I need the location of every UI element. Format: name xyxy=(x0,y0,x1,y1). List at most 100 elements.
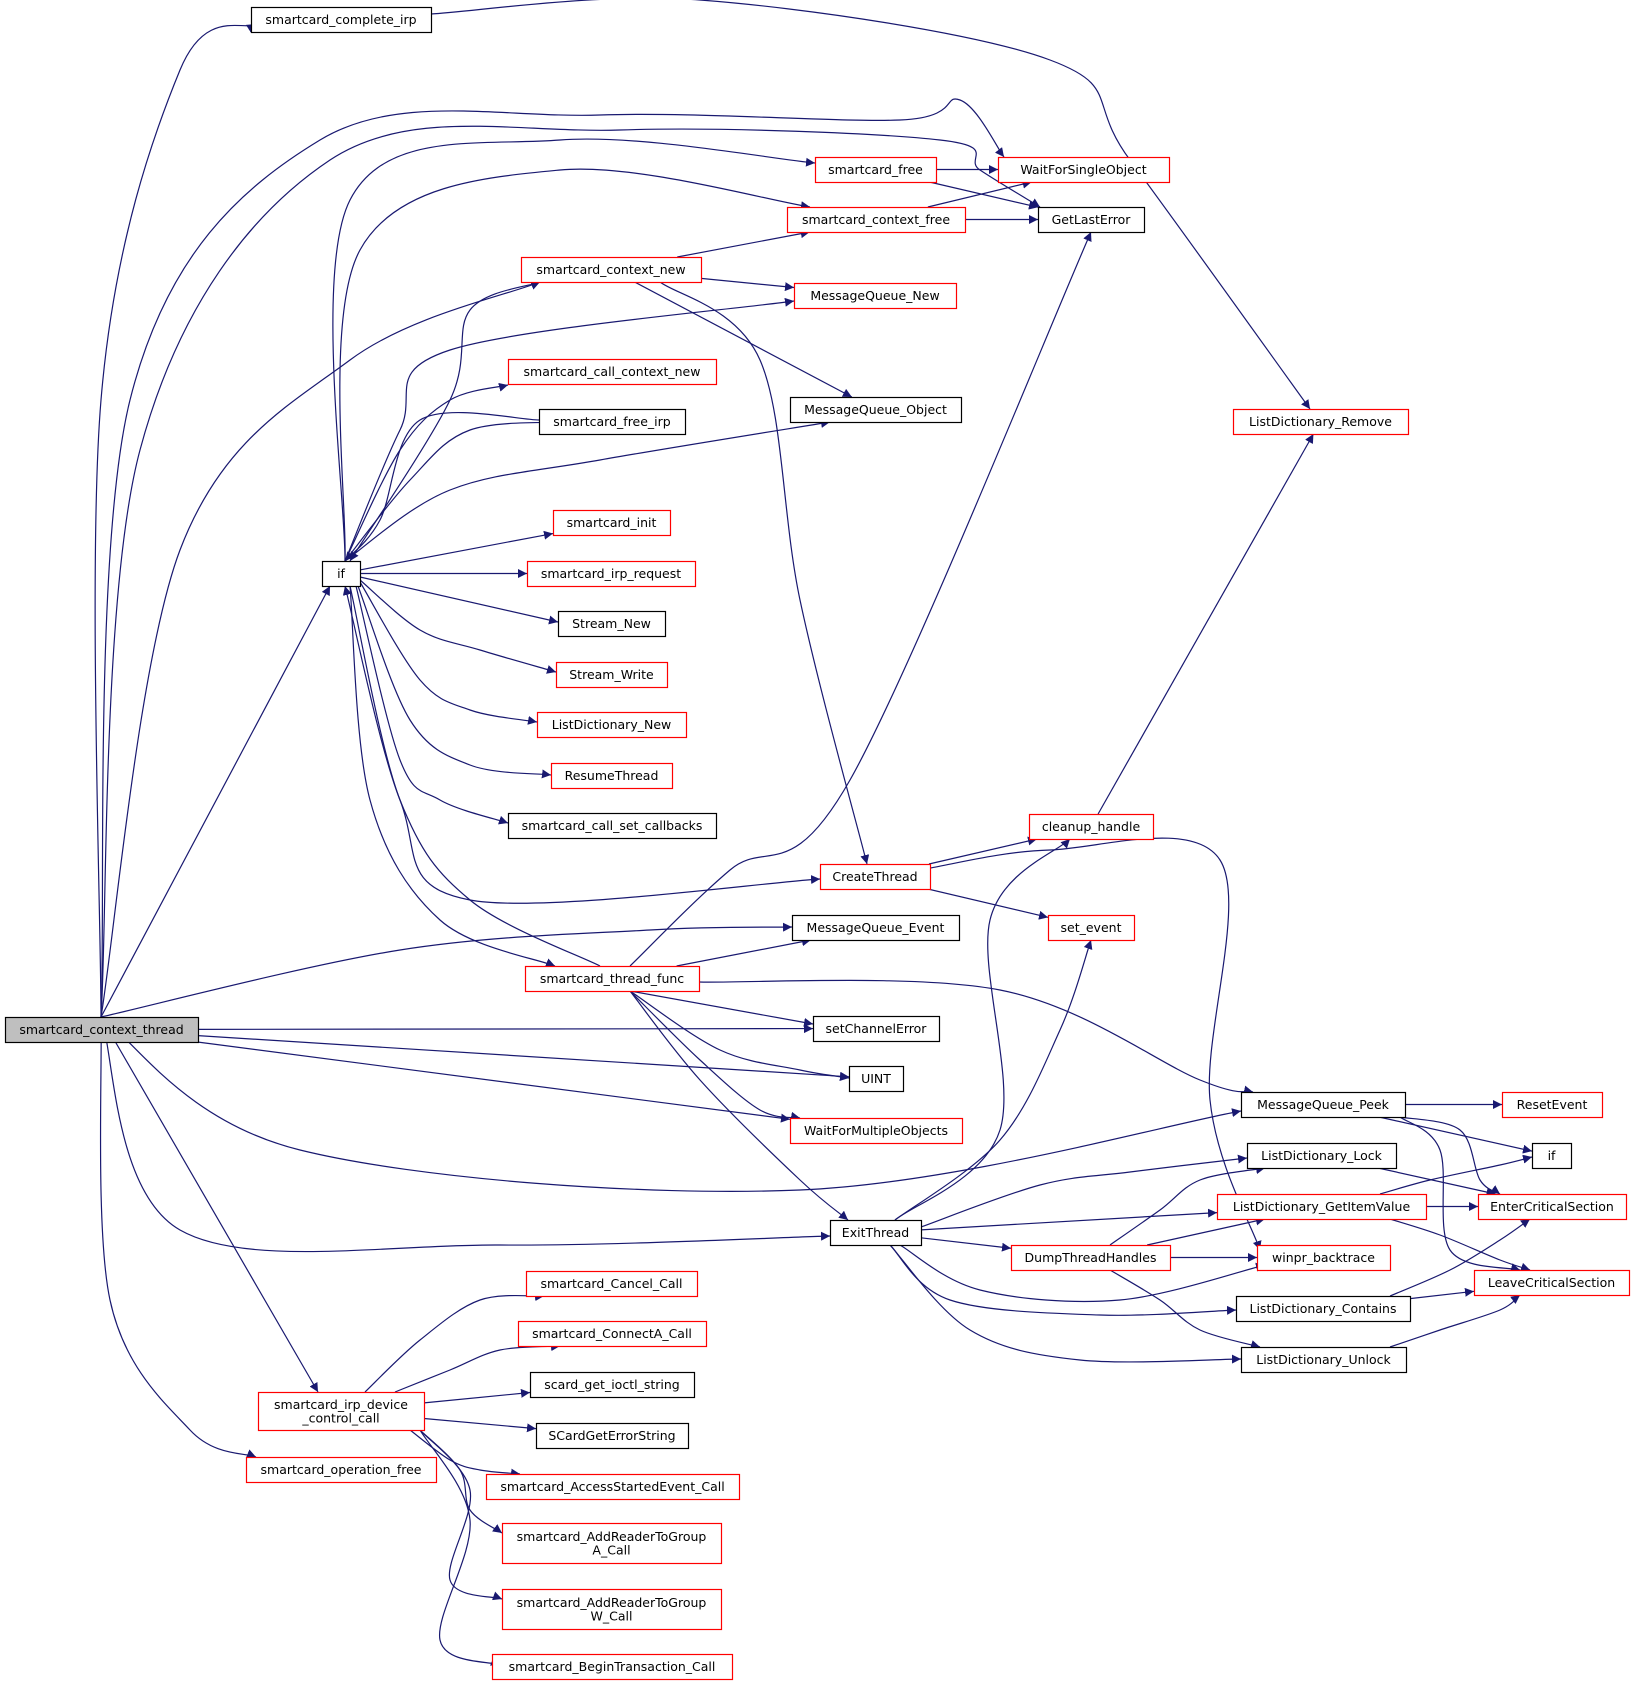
node-ListDictionary_Unlock[interactable]: ListDictionary_Unlock xyxy=(1240,1346,1408,1374)
edge-smartcard_context_new-to-MessageQueue_New xyxy=(700,277,795,292)
node-if_main[interactable]: if xyxy=(321,560,362,588)
node-smartcard_thread_func[interactable]: smartcard_thread_func xyxy=(524,965,701,993)
node-smartcard_call_set_callbacks[interactable]: smartcard_call_set_callbacks xyxy=(507,812,718,840)
edge-ExitThread-to-ListDictionary_Lock xyxy=(920,1154,1248,1228)
node-SCardGetErrorString[interactable]: SCardGetErrorString xyxy=(535,1422,690,1450)
node-smartcard_init[interactable]: smartcard_init xyxy=(552,509,672,537)
node-DumpThreadHandles[interactable]: DumpThreadHandles xyxy=(1010,1244,1172,1272)
node-ListDictionary_Contains[interactable]: ListDictionary_Contains xyxy=(1235,1295,1412,1323)
node-label: smartcard_Cancel_Call xyxy=(541,1276,683,1291)
edge-smartcard_context_thread-to-ExitThread xyxy=(100,1016,831,1253)
edge-smartcard_context_thread-to-WaitForMultipleObjects xyxy=(197,1041,791,1123)
node-ListDictionary_Remove[interactable]: ListDictionary_Remove xyxy=(1232,408,1410,436)
node-smartcard_irp_device_control_call[interactable]: smartcard_irp_device_control_call xyxy=(257,1391,426,1432)
node-Stream_New[interactable]: Stream_New xyxy=(557,610,667,638)
node-cleanup_handle[interactable]: cleanup_handle xyxy=(1028,813,1155,841)
edge-smartcard_irp_device_control_call-to-smartcard_Cancel_Call xyxy=(364,1292,545,1393)
node-WaitForSingleObject[interactable]: WaitForSingleObject xyxy=(997,156,1171,184)
node-ResumeThread[interactable]: ResumeThread xyxy=(550,762,674,790)
node-ResetEvent[interactable]: ResetEvent xyxy=(1501,1091,1604,1119)
edge-smartcard_context_thread-to-smartcard_complete_irp xyxy=(94,23,257,1018)
node-box xyxy=(1246,1142,1398,1170)
node-box xyxy=(517,1320,708,1348)
node-smartcard_ConnectA_Call[interactable]: smartcard_ConnectA_Call xyxy=(517,1320,708,1348)
node-label: A_Call xyxy=(592,1542,630,1557)
node-if_right[interactable]: if xyxy=(1531,1142,1573,1170)
node-smartcard_call_context_new[interactable]: smartcard_call_context_new xyxy=(507,358,718,386)
node-WaitForMultipleObjects[interactable]: WaitForMultipleObjects xyxy=(789,1117,964,1145)
edge-if_main-to-smartcard_call_context_new xyxy=(344,382,509,562)
edge-smartcard_thread_func-to-MessageQueue_Peek xyxy=(698,979,1254,1095)
node-winpr_backtrace[interactable]: winpr_backtrace xyxy=(1256,1244,1392,1272)
edge-if_main-to-Stream_New xyxy=(359,576,559,625)
node-MessageQueue_Event[interactable]: MessageQueue_Event xyxy=(791,914,961,942)
node-EnterCriticalSection[interactable]: EnterCriticalSection xyxy=(1477,1193,1628,1221)
node-label: MessageQueue_New xyxy=(810,288,939,303)
node-smartcard_AccessStartedEvent_Call[interactable]: smartcard_AccessStartedEvent_Call xyxy=(485,1473,741,1501)
node-smartcard_irp_request[interactable]: smartcard_irp_request xyxy=(526,560,697,588)
node-smartcard_context_free[interactable]: smartcard_context_free xyxy=(786,206,967,234)
node-ListDictionary_Lock[interactable]: ListDictionary_Lock xyxy=(1246,1142,1398,1170)
node-GetLastError[interactable]: GetLastError xyxy=(1037,206,1146,234)
node-MessageQueue_New[interactable]: MessageQueue_New xyxy=(793,282,958,310)
node-ListDictionary_New[interactable]: ListDictionary_New xyxy=(536,711,688,739)
node-box xyxy=(812,1015,941,1043)
edge-if_main-to-smartcard_free xyxy=(332,138,816,562)
node-label: MessageQueue_Peek xyxy=(1257,1097,1390,1112)
node-scard_get_ioctl_string[interactable]: scard_get_ioctl_string xyxy=(529,1371,696,1399)
node-label: ExitThread xyxy=(842,1225,909,1240)
edge-ListDictionary_GetItemValue-to-if_right xyxy=(1379,1154,1533,1195)
node-box xyxy=(1037,206,1146,234)
node-MessageQueue_Object[interactable]: MessageQueue_Object xyxy=(789,396,963,424)
node-label: EnterCriticalSection xyxy=(1490,1199,1614,1214)
node-smartcard_context_thread[interactable]: smartcard_context_thread xyxy=(4,1016,200,1044)
node-label: WaitForMultipleObjects xyxy=(804,1123,948,1138)
edge-smartcard_irp_device_control_call-to-smartcard_AccessStartedEvent_Call xyxy=(409,1429,521,1478)
node-ListDictionary_GetItemValue[interactable]: ListDictionary_GetItemValue xyxy=(1216,1193,1428,1221)
node-LeaveCriticalSection[interactable]: LeaveCriticalSection xyxy=(1473,1269,1631,1297)
node-label: smartcard_BeginTransaction_Call xyxy=(509,1659,716,1674)
node-label: setChannelError xyxy=(826,1021,928,1036)
node-label: ResetEvent xyxy=(1517,1097,1588,1112)
node-MessageQueue_Peek[interactable]: MessageQueue_Peek xyxy=(1240,1091,1407,1119)
node-label: ListDictionary_Remove xyxy=(1249,414,1392,429)
node-box xyxy=(1028,813,1155,841)
node-ExitThread[interactable]: ExitThread xyxy=(829,1219,923,1247)
node-smartcard_Cancel_Call[interactable]: smartcard_Cancel_Call xyxy=(525,1270,699,1298)
node-label: ResumeThread xyxy=(565,768,659,783)
edge-CreateThread-to-cleanup_handle xyxy=(928,836,1038,865)
node-smartcard_context_new[interactable]: smartcard_context_new xyxy=(520,256,703,284)
edge-smartcard_context_new-to-CreateThread xyxy=(659,281,870,865)
node-CreateThread[interactable]: CreateThread xyxy=(819,863,932,891)
node-label: smartcard_free_irp xyxy=(553,414,671,429)
node-label: GetLastError xyxy=(1052,212,1132,227)
node-box xyxy=(245,1456,438,1484)
node-UINT[interactable]: UINT xyxy=(848,1065,905,1093)
node-box xyxy=(791,914,961,942)
node-label: LeaveCriticalSection xyxy=(1488,1275,1615,1290)
node-smartcard_complete_irp[interactable]: smartcard_complete_irp xyxy=(250,6,433,34)
node-box xyxy=(529,1371,696,1399)
node-smartcard_BeginTransaction_Call[interactable]: smartcard_BeginTransaction_Call xyxy=(491,1653,734,1681)
edge-smartcard_thread_func-to-setChannelError xyxy=(629,990,814,1027)
edge-smartcard_thread_func-to-ExitThread xyxy=(629,990,849,1221)
node-Stream_Write[interactable]: Stream_Write xyxy=(555,661,669,689)
node-set_event[interactable]: set_event xyxy=(1047,914,1136,942)
edge-smartcard_context_thread-to-MessageQueue_Peek xyxy=(100,1016,1242,1192)
edge-smartcard_thread_func-to-if_main xyxy=(342,585,601,967)
node-box xyxy=(1256,1244,1392,1272)
node-box xyxy=(555,661,669,689)
node-box xyxy=(501,1588,723,1631)
node-setChannelError[interactable]: setChannelError xyxy=(812,1015,941,1043)
node-smartcard_operation_free[interactable]: smartcard_operation_free xyxy=(245,1456,438,1484)
node-smartcard_free_irp[interactable]: smartcard_free_irp xyxy=(538,408,687,436)
edge-if_main-to-Stream_Write xyxy=(359,579,557,674)
edge-smartcard_context_thread-to-smartcard_irp_device_control_call xyxy=(100,1016,319,1393)
edge-smartcard_context_thread-to-GetLastError xyxy=(100,125,1041,1018)
edge-CreateThread-to-set_event xyxy=(927,888,1049,920)
node-smartcard_free[interactable]: smartcard_free xyxy=(814,156,938,184)
node-label: smartcard_AddReaderToGroup xyxy=(517,1529,707,1544)
